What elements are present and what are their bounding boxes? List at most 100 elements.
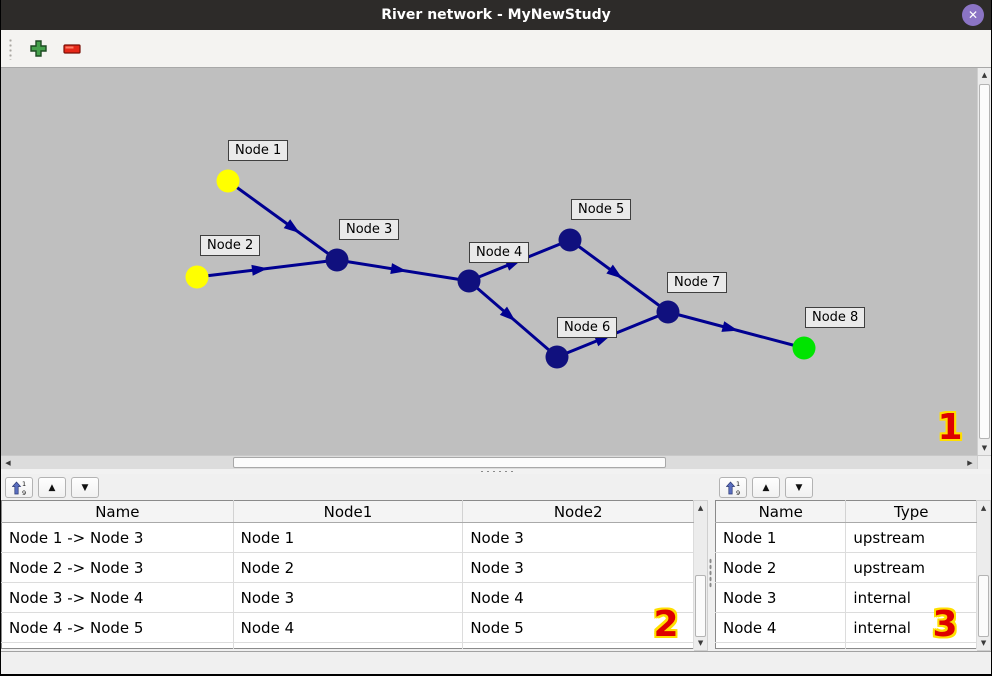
table-cell[interactable]: Node 2 -> Node 3 <box>1 552 234 583</box>
plus-icon <box>29 40 47 57</box>
network-canvas[interactable]: Node 1 Node 2 Node 3 Node 4 Node 5 Node 6 Node… <box>1 68 991 455</box>
river-node[interactable] <box>558 228 582 252</box>
horizontal-scrollbar-track[interactable] <box>15 456 963 469</box>
node-label[interactable]: Node 8 <box>805 307 866 328</box>
table-cell[interactable]: Node 3 <box>462 522 695 553</box>
scroll-down-icon[interactable]: ▼ <box>980 639 987 647</box>
scroll-down-icon[interactable]: ▼ <box>981 444 988 452</box>
scroll-up-icon[interactable]: ▲ <box>980 504 987 512</box>
edge-arrow-icon <box>721 321 739 332</box>
river-node[interactable] <box>792 336 816 360</box>
edge-arrow-icon <box>251 264 268 276</box>
column-header[interactable]: Node2 <box>462 500 695 523</box>
table-cell[interactable]: internal <box>845 612 978 643</box>
nodes-scrollbar[interactable]: ▲ ▼ <box>977 500 991 651</box>
horizontal-scrollbar-thumb[interactable] <box>233 457 666 468</box>
node-label[interactable]: Node 2 <box>200 235 261 256</box>
reaches-toolbar: 1 9 ▲ ▼ <box>1 474 708 500</box>
river-node[interactable] <box>656 300 680 324</box>
up-arrow-icon: ▲ <box>762 482 770 493</box>
svg-text:1: 1 <box>22 480 26 488</box>
nodes-toolbar: 1 9 ▲ ▼ <box>715 474 991 500</box>
column-header[interactable]: Node1 <box>233 500 464 523</box>
scroll-right-icon[interactable]: ▶ <box>967 458 973 467</box>
river-node[interactable] <box>457 269 481 293</box>
move-down-button[interactable]: ▼ <box>785 477 813 498</box>
scrollbar-corner <box>977 456 991 469</box>
table-cell[interactable]: Node 5 <box>462 612 695 643</box>
minus-icon <box>63 43 81 54</box>
table-cell[interactable]: Node 4 <box>233 612 464 643</box>
table-cell[interactable]: Node 3 <box>715 582 847 613</box>
node-label[interactable]: Node 7 <box>667 272 728 293</box>
scroll-up-icon[interactable]: ▲ <box>697 504 704 512</box>
scroll-down-icon[interactable]: ▼ <box>697 639 704 647</box>
window-title: River network - MyNewStudy <box>381 7 611 23</box>
move-up-button[interactable]: ▲ <box>38 477 66 498</box>
table-cell[interactable]: upstream <box>845 522 978 553</box>
partial-row <box>715 642 978 649</box>
remove-node-button[interactable] <box>59 36 85 62</box>
river-edge[interactable] <box>227 179 338 262</box>
sort-button[interactable]: 1 9 <box>5 477 33 498</box>
column-header[interactable]: Type <box>845 500 978 523</box>
canvas-horizontal-scrollbar[interactable]: ◀ ▶ <box>1 455 991 469</box>
move-down-button[interactable]: ▼ <box>71 477 99 498</box>
move-up-button[interactable]: ▲ <box>752 477 780 498</box>
sort-button[interactable]: 1 9 <box>719 477 747 498</box>
edge-arrow-icon <box>390 263 407 275</box>
table-cell[interactable]: Node 3 <box>233 582 464 613</box>
node-label[interactable]: Node 3 <box>339 219 400 240</box>
reaches-scrollbar[interactable]: ▲ ▼ <box>694 500 708 651</box>
horizontal-splitter[interactable] <box>1 469 991 474</box>
scrollbar-thumb[interactable] <box>978 575 989 637</box>
river-node[interactable] <box>216 169 240 193</box>
node-label[interactable]: Node 5 <box>571 199 632 220</box>
vertical-scrollbar-thumb[interactable] <box>979 84 990 439</box>
table-cell[interactable]: Node 1 <box>233 522 464 553</box>
node-label[interactable]: Node 4 <box>469 242 530 263</box>
down-arrow-icon: ▼ <box>795 482 803 493</box>
close-button[interactable]: ✕ <box>962 4 984 26</box>
node-label[interactable]: Node 1 <box>228 140 289 161</box>
edge-arrow-icon <box>283 219 300 234</box>
river-node[interactable] <box>325 248 349 272</box>
table-cell[interactable]: Node 2 <box>715 552 847 583</box>
scrollbar-thumb[interactable] <box>695 575 706 637</box>
table-cell[interactable]: Node 4 <box>462 582 695 613</box>
add-node-button[interactable] <box>25 36 51 62</box>
scroll-up-icon[interactable]: ▲ <box>981 71 988 79</box>
table-cell[interactable]: Node 3 -> Node 4 <box>1 582 234 613</box>
canvas-vertical-scrollbar[interactable]: ▲ ▼ <box>977 68 991 455</box>
table-cell[interactable]: Node 2 <box>233 552 464 583</box>
table-cell[interactable]: Node 3 <box>462 552 695 583</box>
table-cell[interactable]: internal <box>845 582 978 613</box>
table-cell[interactable]: Node 4 -> Node 5 <box>1 612 234 643</box>
column-header[interactable]: Name <box>1 500 234 523</box>
river-node[interactable] <box>185 265 209 289</box>
edge-arrow-icon <box>499 306 516 322</box>
vertical-splitter[interactable] <box>708 474 713 651</box>
scroll-left-icon[interactable]: ◀ <box>5 458 11 467</box>
column-header[interactable]: Name <box>715 500 847 523</box>
table-cell[interactable]: Node 1 <box>715 522 847 553</box>
toolbar-grip-handle[interactable] <box>8 37 13 60</box>
table-cell[interactable]: Node 1 -> Node 3 <box>1 522 234 553</box>
table-cell[interactable]: upstream <box>845 552 978 583</box>
table-cell[interactable]: Node 4 <box>715 612 847 643</box>
node-label[interactable]: Node 6 <box>557 317 618 338</box>
river-node[interactable] <box>545 345 569 369</box>
